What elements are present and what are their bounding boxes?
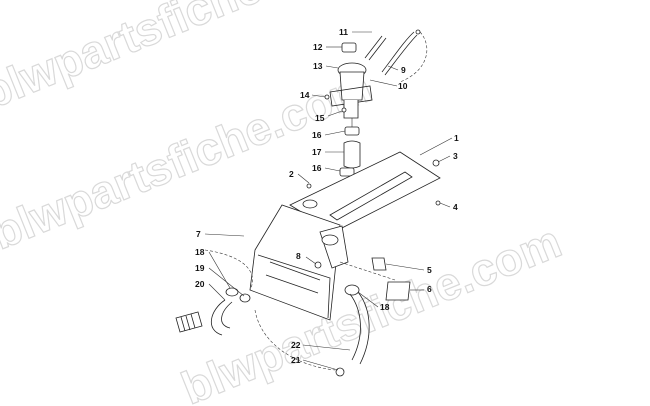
tank-body: [249, 204, 349, 321]
callout-18a: 18: [195, 247, 205, 257]
cover-plate-slot: [329, 171, 413, 221]
clamp-part-16-lower: [339, 167, 355, 177]
leader-8: [305, 256, 317, 265]
filler-neck-flange: [329, 85, 373, 107]
screw-part-14: [324, 94, 330, 100]
left-guide-dashed: [204, 249, 253, 291]
bracket-part-6: [385, 281, 411, 301]
callout-8: 8: [296, 251, 301, 261]
callout-21: 21: [291, 355, 301, 365]
watermark-group: blwpartsfiche.com blwpartsfiche.com blwp…: [0, 0, 569, 406]
callout-20: 20: [195, 279, 205, 289]
callout-16a: 16: [312, 130, 322, 140]
bolt-part-2: [306, 183, 312, 189]
leader-5: [385, 263, 425, 271]
bracket-part-5: [371, 257, 387, 271]
leader-7: [204, 233, 245, 237]
upper-hoses: [364, 29, 428, 83]
leader-4: [439, 202, 451, 208]
leader-13: [325, 65, 339, 69]
hose-part-20: [211, 299, 233, 336]
hose-corrugated: [175, 311, 203, 333]
callout-12: 12: [313, 42, 323, 52]
tank-shell: [249, 204, 341, 321]
filler-neck-body: [339, 71, 365, 101]
callout-19: 19: [195, 263, 205, 273]
clamp-part-18-left: [225, 287, 239, 297]
bracket-assembly: [339, 257, 411, 301]
sensor-part-8: [314, 261, 322, 269]
callout-9: 9: [401, 65, 406, 75]
clamp-part-19: [239, 293, 251, 303]
hose-part-11: [364, 35, 387, 61]
fastener-part-4: [435, 200, 441, 206]
leader-18b: [357, 291, 379, 308]
hose-extension-dashed: [399, 31, 428, 83]
callout-16b: 16: [312, 163, 322, 173]
leader-16a: [324, 130, 346, 136]
right-guide-dashed: [254, 309, 336, 371]
bracket-guide-dashed: [339, 261, 396, 281]
tank-ribs: [265, 261, 321, 294]
leader-2: [297, 173, 310, 184]
callout-2: 2: [289, 169, 294, 179]
callout-10: 10: [398, 81, 408, 91]
leader-14: [311, 94, 326, 98]
callout-18b: 18: [380, 302, 390, 312]
callout-7: 7: [196, 229, 201, 239]
callout-17: 17: [312, 147, 322, 157]
watermark-lower: blwpartsfiche.com: [174, 215, 568, 406]
leader-20: [208, 283, 226, 301]
hose-part-9: [381, 31, 418, 76]
screw-part-15: [341, 107, 347, 113]
callout-6: 6: [427, 284, 432, 294]
clamp-part-18-right: [344, 284, 360, 296]
callout-4: 4: [453, 202, 458, 212]
clamp-part-16-upper: [344, 126, 360, 136]
hose-clamp-upper: [415, 29, 421, 35]
fastener-part-3: [432, 159, 440, 167]
leader-lines: [204, 31, 453, 371]
callout-3: 3: [453, 151, 458, 161]
leader-15: [327, 110, 343, 117]
leader-22: [302, 344, 351, 351]
hose-corrugations: [180, 313, 196, 332]
leader-16b: [324, 167, 341, 172]
callout-1: 1: [454, 133, 459, 143]
leader-9: [387, 65, 399, 71]
hose-part-17: [343, 140, 361, 169]
callout-22: 22: [291, 340, 301, 350]
callout-13: 13: [313, 61, 323, 71]
leader-1: [419, 137, 453, 156]
filler-neck-assembly: [324, 42, 373, 119]
callout-11: 11: [339, 27, 348, 37]
callout-14: 14: [300, 90, 310, 100]
leader-3: [437, 155, 451, 163]
clamp-lower-right-end: [335, 367, 345, 377]
leader-19: [208, 267, 245, 297]
grommet-part-2: [302, 199, 318, 209]
leader-10: [369, 79, 398, 87]
leader-21: [302, 359, 339, 371]
callout-15: 15: [315, 113, 325, 123]
callout-5: 5: [427, 265, 432, 275]
callout-labels: 1 2 3 4 5 6 7 8 9 10 11 12 13 14 15 16 1…: [195, 27, 459, 365]
tank-side-panel: [257, 254, 331, 319]
cap-part-12: [341, 42, 357, 53]
clamp-hose-stack: [339, 118, 361, 177]
hose-lower-right: [349, 291, 370, 365]
outlet-port: [321, 234, 339, 246]
lower-left-hose: [175, 249, 336, 371]
